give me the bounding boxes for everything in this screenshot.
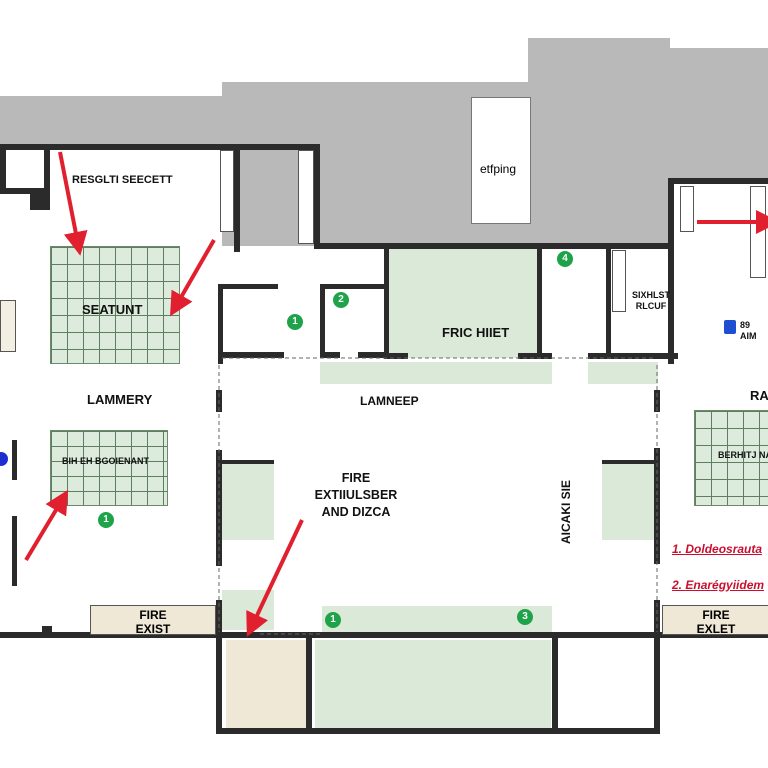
fixture <box>220 150 234 232</box>
room-label-line: AIM <box>740 331 757 341</box>
exit-line: FIRE <box>702 608 730 622</box>
wall <box>384 245 389 357</box>
legend-item: 1. Doldeosrauta <box>672 542 762 556</box>
wall <box>606 245 611 357</box>
side-room-right <box>602 462 654 540</box>
wall <box>314 144 320 248</box>
wall <box>668 178 674 364</box>
fixture <box>298 150 314 244</box>
wall <box>320 284 384 289</box>
room-label-line: SIXHLST <box>632 290 671 300</box>
fire-extinguisher-note: FIRE EXTIIULSBER AND DIZCA <box>314 470 398 521</box>
wall <box>12 516 17 586</box>
exit-line: EXLET <box>696 622 736 636</box>
wall <box>320 284 325 358</box>
marker: 1 <box>287 314 303 330</box>
marker: 2 <box>333 292 349 308</box>
exit-line: FIRE <box>139 608 167 622</box>
wall <box>12 440 17 480</box>
corridor-strip <box>588 362 658 384</box>
grid-label: BIH EH BGOIENANT <box>62 456 150 466</box>
wall <box>218 284 223 364</box>
room-label-line: 89 <box>740 320 751 330</box>
corridor-strip <box>320 362 552 384</box>
door-lines <box>218 357 658 635</box>
marker: 4 <box>557 251 573 267</box>
hall-label: LAMNEEP <box>360 394 419 408</box>
lower-annex <box>315 640 551 728</box>
fixture <box>612 250 626 312</box>
fixture <box>680 186 694 232</box>
wall <box>552 636 558 732</box>
wall <box>218 352 284 358</box>
arrow-icon <box>24 489 69 562</box>
wall <box>0 144 320 150</box>
seating-grid <box>694 410 768 506</box>
fixture <box>0 300 16 352</box>
wall <box>314 243 670 249</box>
wall <box>0 144 6 194</box>
wall <box>0 188 48 194</box>
exterior-area <box>528 38 670 246</box>
wall <box>384 353 408 359</box>
wall <box>30 188 48 210</box>
note-line: EXTIIULSBER <box>314 488 398 502</box>
wall <box>537 245 542 357</box>
room-title: RESGLTI SEECETT <box>72 174 173 186</box>
legend-text: Enarégyiidem <box>685 578 765 592</box>
grid-label: SEATUNT <box>82 302 143 317</box>
side-room-left <box>222 462 274 540</box>
wall <box>358 352 384 358</box>
legend-number: 2. <box>672 578 683 592</box>
seating-grid <box>50 246 180 364</box>
arrow-icon <box>170 239 216 317</box>
marker: 3 <box>517 609 533 625</box>
room-label: 89 AIM <box>740 320 757 342</box>
seating-grid <box>50 430 168 506</box>
legend-text: Doldeosrauta <box>685 542 763 556</box>
legend-item: 2. Enarégyiidem <box>672 578 764 592</box>
room-label: FRIC HIIET <box>442 325 510 340</box>
note-line: AND DIZCA <box>321 505 391 519</box>
wall <box>0 632 768 638</box>
corridor-strip <box>322 606 552 632</box>
wall <box>588 353 678 359</box>
hall-label: RA <box>750 388 768 403</box>
exterior-area <box>670 48 768 180</box>
wall <box>216 728 660 734</box>
wall <box>306 636 312 732</box>
arrow-icon <box>246 519 304 637</box>
room-label: SIXHLST RLCUF <box>632 290 670 312</box>
wall <box>602 460 656 464</box>
fire-exit: FIRE EXIST <box>90 605 216 636</box>
wall <box>42 626 52 634</box>
arrow-icon <box>58 151 88 256</box>
note-line: FIRE <box>341 471 371 485</box>
chair-icon <box>0 452 8 466</box>
room-fric <box>386 248 540 358</box>
exterior-area <box>0 96 222 146</box>
marker: 1 <box>98 512 114 528</box>
exterior-label-box: etfping <box>471 97 531 224</box>
marker: 1 <box>325 612 341 628</box>
wall <box>234 148 240 252</box>
wall <box>222 460 274 464</box>
exit-line: EXIST <box>135 622 171 636</box>
room-label-line: RLCUF <box>635 301 667 311</box>
wall <box>518 353 552 359</box>
wall <box>654 632 660 734</box>
wall <box>44 144 50 210</box>
grid-label: BERHITJ NA <box>718 450 768 460</box>
chair-icon <box>724 320 736 334</box>
fire-exit: FIRE EXLET <box>662 605 768 636</box>
wall <box>218 284 278 289</box>
wall <box>668 178 768 184</box>
legend-number: 1. <box>672 542 683 556</box>
exterior-label: etfping <box>480 162 517 176</box>
hall-label: LAMMERY <box>87 392 153 407</box>
lower-annex-side <box>226 640 306 728</box>
wall <box>320 352 340 358</box>
wall <box>216 632 222 734</box>
